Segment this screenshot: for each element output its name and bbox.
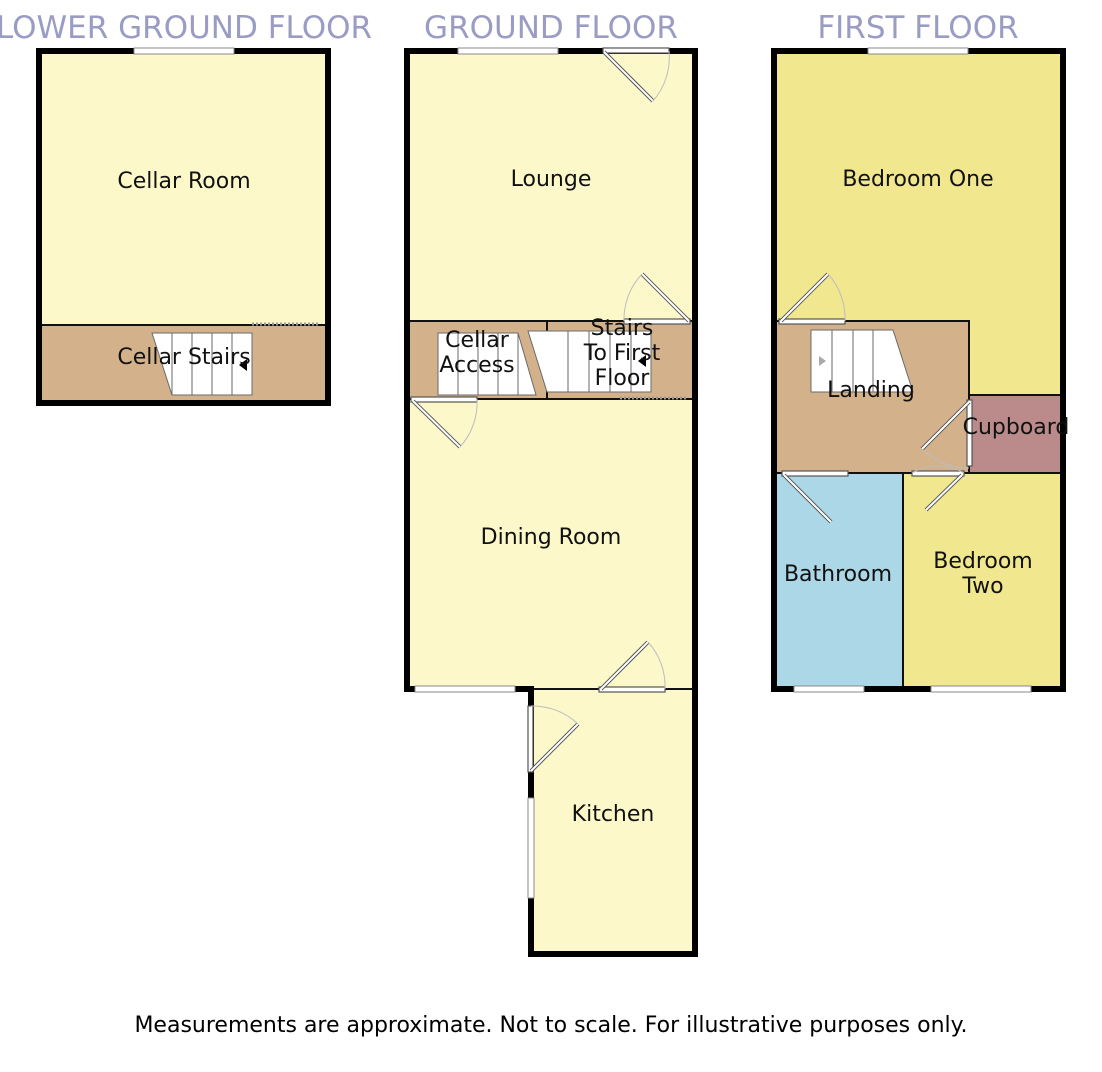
cellar-access-label-line2: Access: [439, 353, 514, 378]
stair-direction-arrow-icon: [239, 359, 247, 371]
cellar-staircase: [151, 332, 253, 396]
lounge-label: Lounge: [511, 167, 592, 192]
bedroom-one-label: Bedroom One: [842, 167, 993, 192]
cellar-stairs-label: Cellar Stairs: [117, 345, 250, 370]
cupboard-label: Cupboard: [963, 415, 1070, 440]
bathroom-area: [774, 473, 903, 689]
dining-window: [414, 685, 516, 693]
cellar-window: [133, 47, 235, 55]
landing-label: Landing: [827, 378, 915, 403]
cupboard-door: [920, 399, 973, 469]
first-floor: FIRST FLOOR Bedroom One Landing Cupboard…: [771, 10, 1070, 693]
kitchen-area: [531, 689, 695, 954]
bathroom-window: [793, 685, 865, 693]
bedroom-two-label-line1: Bedroom: [933, 549, 1033, 574]
lounge-window: [457, 47, 559, 55]
stairs-label-line2: To First: [583, 341, 661, 366]
bedroom-one-window: [867, 47, 969, 55]
bathroom-label: Bathroom: [784, 562, 892, 587]
cellar-room-area: [39, 51, 328, 325]
stairs-label-line3: Floor: [595, 366, 651, 391]
first-floor-staircase: [527, 330, 652, 393]
cellar-access-door: [410, 396, 478, 449]
landing-partition: [774, 320, 1063, 396]
lounge-stairs-door: [623, 272, 691, 325]
ground-floor: GROUND FLOOR Lounge Cellar Access Stairs…: [404, 10, 698, 957]
dining-room-area: [407, 399, 695, 689]
stair-direction-arrow-icon: [638, 355, 646, 367]
bedroom-two-label-line2: Two: [961, 574, 1003, 599]
stairs-label-line1: Stairs: [591, 316, 654, 341]
disclaimer-text: Measurements are approximate. Not to sca…: [134, 1013, 967, 1038]
first-floor-title: FIRST FLOOR: [817, 10, 1018, 46]
cellar-room-label: Cellar Room: [117, 169, 250, 194]
bathroom-door: [781, 470, 849, 524]
kitchen-window: [527, 797, 535, 899]
back-door: [527, 705, 580, 773]
kitchen-label: Kitchen: [572, 802, 655, 827]
ground-floor-title: GROUND FLOOR: [424, 10, 678, 46]
dining-room-label: Dining Room: [481, 525, 622, 550]
dining-kitchen-door: [598, 640, 666, 693]
lower-ground-floor-title: LOWER GROUND FLOOR: [0, 10, 372, 46]
bedroom-one-door: [778, 272, 846, 325]
front-door: [602, 47, 670, 103]
bedroom-two-door: [911, 465, 965, 512]
cellar-access-label-line1: Cellar: [445, 328, 510, 353]
bedroom-one-area: [774, 51, 1063, 395]
ground-outer-wall: [404, 48, 698, 957]
lower-ground-floor: LOWER GROUND FLOOR Cellar Room Cellar St…: [0, 10, 372, 406]
landing-staircase: [810, 329, 914, 393]
cupboard-area: [969, 395, 1063, 473]
bedroom-two-window: [930, 685, 1032, 693]
stair-direction-arrow-icon: [819, 356, 826, 366]
cellar-access-staircase: [437, 332, 537, 396]
